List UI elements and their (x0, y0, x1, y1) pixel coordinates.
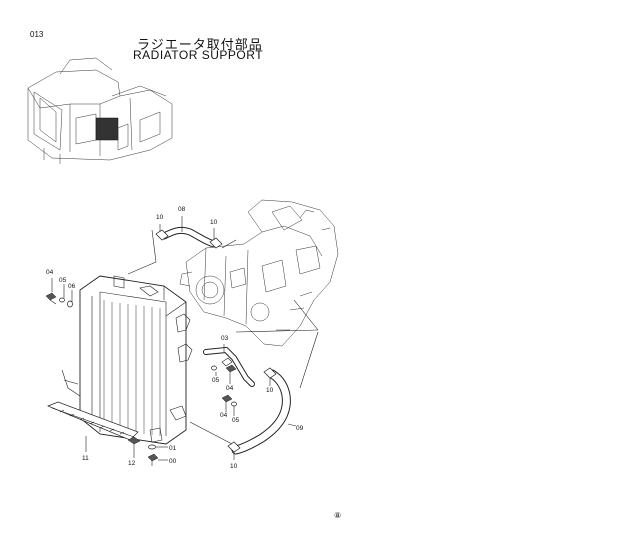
callout-10: 10 (210, 219, 218, 226)
part-05-washer-upper (59, 297, 65, 303)
part-04-bolt-upper (45, 292, 57, 305)
callout-00: 00 (169, 458, 177, 465)
callout-03: 03 (221, 335, 229, 342)
callout-06: 06 (68, 283, 76, 290)
callout-05: 05 (232, 417, 240, 424)
callout-04: 04 (226, 385, 234, 392)
callout-09: 09 (296, 425, 304, 432)
page-number: 013 (30, 30, 44, 39)
callout-10: 10 (230, 463, 238, 470)
part-10-clamp-lower-left (227, 441, 241, 453)
part-05-washer-lower (231, 401, 237, 407)
part-01-washer (148, 444, 156, 450)
locator-machine-sketch (27, 57, 173, 164)
callout-01: 01 (169, 445, 177, 452)
callout-04: 04 (220, 412, 228, 419)
part-10-clamp-lower-right (263, 367, 277, 379)
part-05-washer-mid (211, 365, 217, 371)
callout-11: 11 (82, 455, 89, 462)
callout-05: 05 (212, 377, 220, 384)
part-04-bolt-mid (225, 364, 237, 380)
part-09-lower-hose (231, 369, 291, 455)
leader-lines (51, 216, 319, 461)
callout-10: 10 (156, 214, 164, 221)
callout-04: 04 (46, 269, 54, 276)
page-title: RADIATOR SUPPORT (133, 48, 264, 62)
callout-08: 08 (178, 206, 186, 213)
part-04-bolt-lower (221, 394, 233, 408)
page-title-japanese: ラジエータ取付部品 (137, 38, 263, 53)
footer-mark: ⑧ (334, 511, 341, 520)
radiator (61, 275, 193, 445)
callout-12: 12 (128, 460, 136, 467)
callout-10: 10 (266, 387, 274, 394)
part-00-bolt (147, 453, 159, 466)
part-08-upper-hose (160, 226, 218, 248)
engine-assembly (179, 199, 339, 347)
part-06-spacer-upper (67, 300, 73, 308)
part-11-cover (47, 401, 139, 441)
part-12-bolt (127, 436, 141, 452)
part-03-water-pipe (203, 346, 255, 387)
callout-05: 05 (59, 277, 67, 284)
